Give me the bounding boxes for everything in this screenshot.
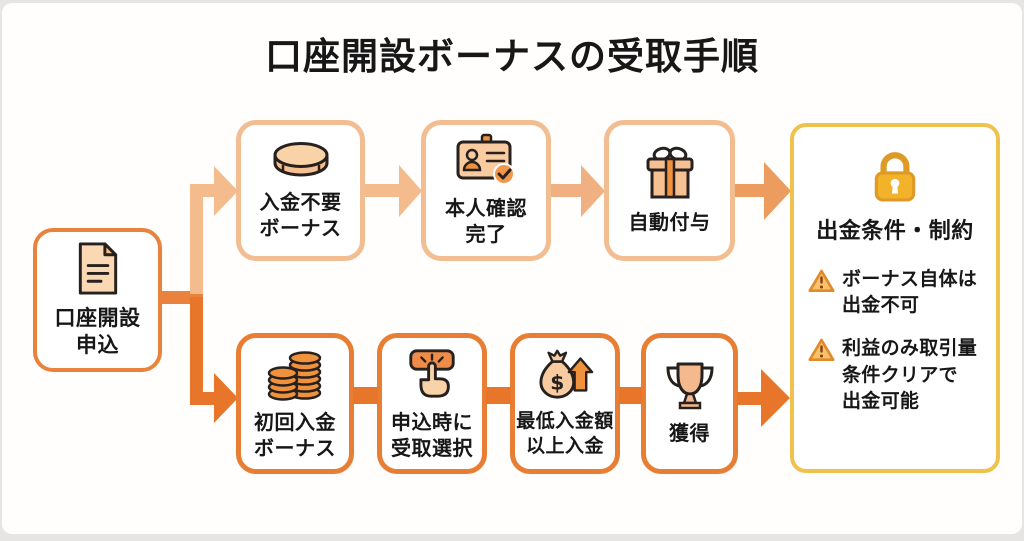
top-step-label: 本人確認 完了: [445, 198, 527, 246]
bottom-step-label: 申込時に 受取選択: [391, 412, 473, 460]
bottom-arrow-shaft: [737, 392, 765, 405]
bottom-step-box-minimum-deposit: $ 最低入金額 以上入金: [510, 333, 620, 474]
bottom-step-label: 最低入金額 以上入金: [516, 411, 614, 457]
bottom-step-box-choose-on-apply: 申込時に 受取選択: [377, 333, 487, 474]
branch-down-arrowhead: [214, 373, 238, 423]
click-button-icon: [405, 345, 459, 401]
warning-list: ボーナス自体は 出金不可 利益のみ取引量 条件クリアで 出金可能: [808, 267, 982, 415]
gift-icon: [642, 145, 698, 201]
lock-icon: [868, 149, 922, 203]
top-step-label: 入金不要 ボーナス: [259, 192, 342, 240]
top-arrow-2-shaft: [551, 184, 583, 197]
top-arrow-3-shaft: [735, 184, 768, 197]
branch-up-line: [190, 184, 203, 294]
top-arrow-1-shaft: [365, 184, 401, 197]
svg-text:$: $: [550, 371, 564, 395]
warning-icon: [808, 269, 835, 298]
coin-icon: [270, 139, 332, 181]
warning-text: 利益のみ取引量 条件クリアで 出金可能: [842, 338, 978, 412]
result-title: 出金条件・制約: [816, 218, 974, 243]
start-step-box: 口座開設 申込: [33, 228, 162, 372]
bottom-connector-3: [619, 387, 642, 404]
bottom-step-label: 初回入金 ボーナス: [254, 412, 336, 460]
top-arrow-3-head: [764, 162, 791, 220]
bottom-arrow-head: [761, 369, 790, 427]
bottom-step-box-first-deposit-bonus: 初回入金 ボーナス: [236, 333, 354, 474]
top-step-box-no-deposit-bonus: 入金不要 ボーナス: [236, 120, 365, 261]
page-title: 口座開設ボーナスの受取手順: [265, 36, 759, 77]
branch-up-shaft: [190, 184, 216, 197]
branch-down-shaft: [190, 392, 216, 405]
warning-item: 利益のみ取引量 条件クリアで 出金可能: [808, 336, 982, 415]
bottom-connector-1: [353, 387, 378, 404]
trophy-icon: [662, 360, 718, 412]
top-step-box-identity-verified: 本人確認 完了: [421, 120, 551, 261]
warning-icon: [808, 338, 835, 367]
result-box-withdrawal-conditions: 出金条件・制約 ボーナス自体は 出金不可 利益のみ取引量 条件クリアで 出金可能: [790, 123, 1000, 473]
top-step-label: 自動付与: [628, 212, 711, 234]
coins-stack-icon: [266, 345, 324, 401]
top-arrow-2-head: [581, 165, 605, 217]
id-card-icon: [454, 133, 518, 187]
bottom-step-label: 獲得: [669, 423, 710, 445]
bottom-connector-2: [486, 387, 511, 404]
warning-item: ボーナス自体は 出金不可: [808, 267, 982, 319]
branch-down-line: [190, 297, 203, 405]
document-icon: [73, 241, 123, 296]
bottom-step-box-obtain: 獲得: [641, 333, 738, 474]
branch-up-arrowhead: [214, 166, 238, 216]
money-bag-icon: $: [535, 347, 595, 401]
start-step-label: 口座開設 申込: [54, 306, 141, 357]
warning-text: ボーナス自体は 出金不可: [842, 269, 978, 317]
top-arrow-1-head: [399, 165, 422, 217]
top-step-box-auto-granted: 自動付与: [604, 120, 735, 261]
